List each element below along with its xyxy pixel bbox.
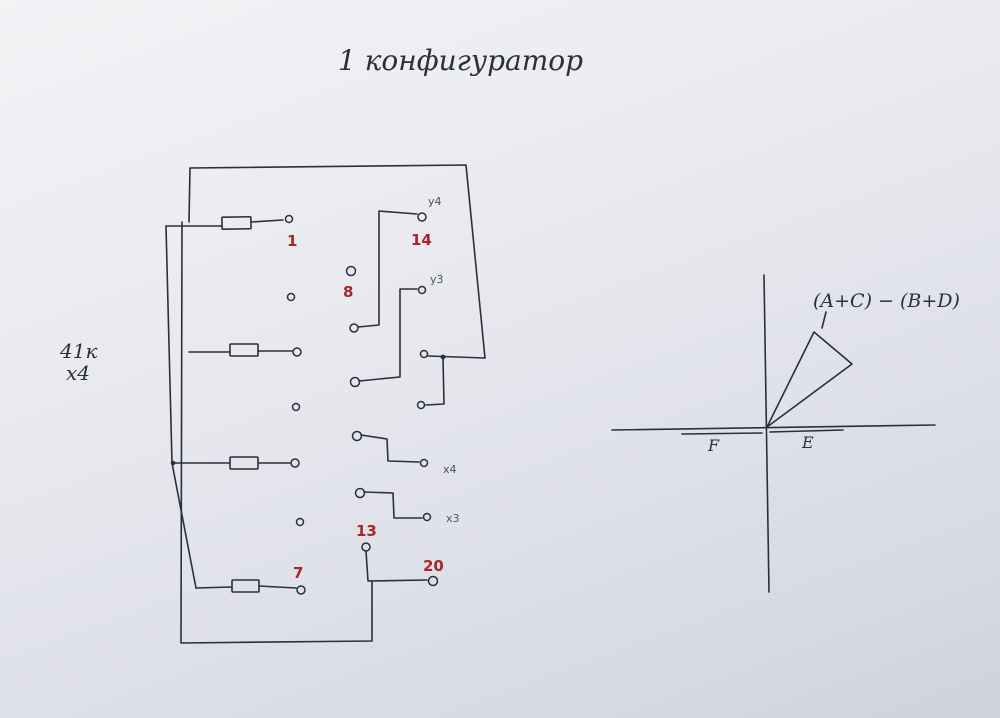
- pin-12: [354, 487, 366, 499]
- pin-13: [361, 542, 371, 552]
- pin-9: [349, 323, 359, 333]
- output-label-x3: х3: [446, 512, 460, 525]
- pin-14: [417, 212, 427, 222]
- pin-3: [292, 347, 302, 357]
- expression-pointer: [821, 311, 827, 329]
- title-text: 1 конфигуратор: [338, 44, 583, 77]
- segment-f: [681, 432, 763, 435]
- pin-6: [295, 517, 305, 527]
- segment-e: [769, 429, 844, 433]
- pin-8: [345, 265, 357, 277]
- pin-number-20: 20: [423, 557, 444, 575]
- vertical-axis: [763, 274, 770, 593]
- pin-number-14: 14: [411, 231, 432, 249]
- pin-11: [351, 430, 363, 442]
- pin-7: [296, 585, 306, 595]
- pin-20: [427, 575, 439, 587]
- pin-19: [422, 512, 432, 522]
- side-note-line1: 41к: [59, 339, 97, 363]
- pin-18: [419, 458, 429, 468]
- outer-frame: [180, 164, 486, 644]
- pin-15: [417, 285, 427, 295]
- vector-plot: (A+C) − (B+D) F E: [611, 274, 960, 593]
- resistor-2: [188, 343, 293, 357]
- pin-number-13: 13: [356, 522, 377, 540]
- output-label-x4: х4: [443, 463, 457, 476]
- output-label-y4-top: у4: [428, 195, 442, 208]
- pin-4: [291, 402, 301, 412]
- resistor-1: [165, 215, 284, 231]
- vector-expression: (A+C) − (B+D): [813, 290, 960, 312]
- horizontal-axis: [611, 424, 936, 431]
- pin-number-1: 1: [287, 232, 297, 250]
- pin-number-8: 8: [343, 283, 353, 301]
- pin-1: [284, 214, 294, 224]
- pin-2: [286, 292, 296, 302]
- resistor-4: [195, 579, 297, 593]
- label-e: E: [801, 433, 814, 452]
- label-f: F: [707, 436, 720, 455]
- vector-triangle: [766, 331, 853, 428]
- pin-10: [349, 376, 361, 388]
- pin-17: [416, 400, 426, 410]
- pin-16: [419, 349, 429, 359]
- output-label-y3: у3: [430, 273, 444, 286]
- pin-5: [290, 458, 300, 468]
- resistor-3: [172, 456, 291, 470]
- pin-number-7: 7: [293, 564, 303, 582]
- wiring: [357, 210, 486, 623]
- side-note-line2: х4: [66, 361, 90, 385]
